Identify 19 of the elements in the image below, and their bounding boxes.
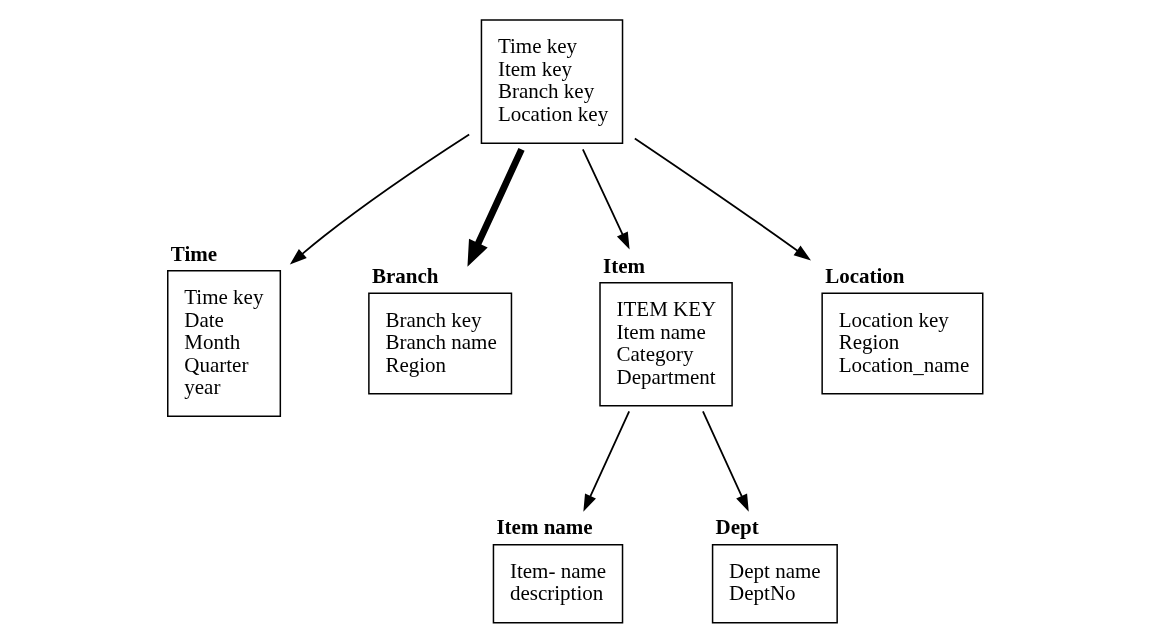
arrow xyxy=(581,148,630,250)
node-label: Item xyxy=(603,253,645,278)
node-box: Time key Date Month Quarter year xyxy=(167,269,282,418)
node-box: Time key Item key Branch key Location key xyxy=(480,19,624,144)
node-box: Branch key Branch name Region xyxy=(368,292,513,395)
arrow xyxy=(583,410,631,512)
node-box: Dept name DeptNo xyxy=(711,543,838,624)
arrow xyxy=(633,137,811,261)
node-label: Branch xyxy=(371,264,439,289)
node-label: Time xyxy=(170,241,218,266)
arrow xyxy=(289,133,471,265)
node-label: Dept xyxy=(715,515,759,540)
node-label: Item name xyxy=(496,515,593,540)
node-box: Location key Region Location_name xyxy=(821,292,984,395)
arrow xyxy=(702,410,749,512)
node-box: ITEM KEY Item name Category Department xyxy=(599,282,733,407)
arrow xyxy=(467,147,525,267)
node-box: Item- name description xyxy=(492,543,624,624)
node-label: Location xyxy=(825,264,905,289)
